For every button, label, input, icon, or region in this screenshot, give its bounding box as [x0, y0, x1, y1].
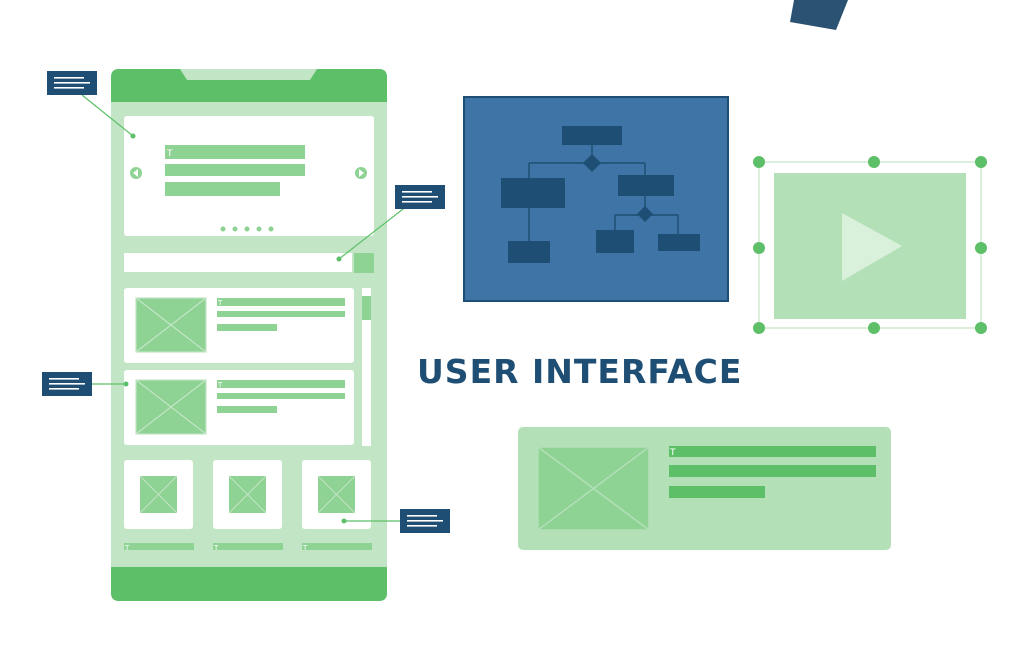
- headline: USER INTERFACE: [417, 352, 743, 391]
- carousel-dots: [220, 226, 274, 232]
- grid-tile-3-glyph: T: [302, 544, 308, 552]
- scrollbar-thumb: [362, 296, 371, 320]
- video-placeholder-icon: [753, 156, 987, 334]
- phone-header-bar: [111, 69, 387, 102]
- image-placeholder-icon: [135, 379, 207, 435]
- grid-tile-1: T: [124, 460, 194, 552]
- carousel-line-1: [165, 164, 305, 176]
- grid-tile-1-glyph: T: [124, 544, 130, 552]
- search-button: [354, 253, 374, 273]
- image-placeholder-icon: [537, 446, 650, 531]
- carousel-title-glyph: T: [166, 149, 173, 159]
- wireframe-phone-icon: T T T T: [42, 69, 450, 601]
- annotation-callout-icon: [42, 372, 129, 396]
- media-card-glyph: T: [669, 448, 676, 458]
- scrollbar-track: [362, 288, 371, 446]
- media-card: T: [518, 427, 891, 550]
- play-icon: [842, 213, 902, 281]
- grid-tile-2-glyph: T: [213, 544, 219, 552]
- carousel-line-2: [165, 182, 280, 196]
- carousel-title-bar: [165, 145, 305, 159]
- search-bar: [124, 253, 352, 272]
- phone-footer-bar: [111, 567, 387, 601]
- flowchart-icon: [463, 96, 729, 302]
- image-placeholder-icon: [135, 297, 207, 353]
- grid-tile-3: T: [302, 460, 372, 552]
- annotation-callout-icon: [341, 509, 450, 533]
- list-card-1-glyph: T: [217, 299, 223, 307]
- annotation-callout-icon: [47, 71, 136, 139]
- list-card-2-glyph: T: [217, 381, 223, 389]
- decorative-navy-shape: [790, 0, 848, 30]
- annotation-callout-icon: [336, 185, 445, 262]
- grid-tile-2: T: [213, 460, 283, 552]
